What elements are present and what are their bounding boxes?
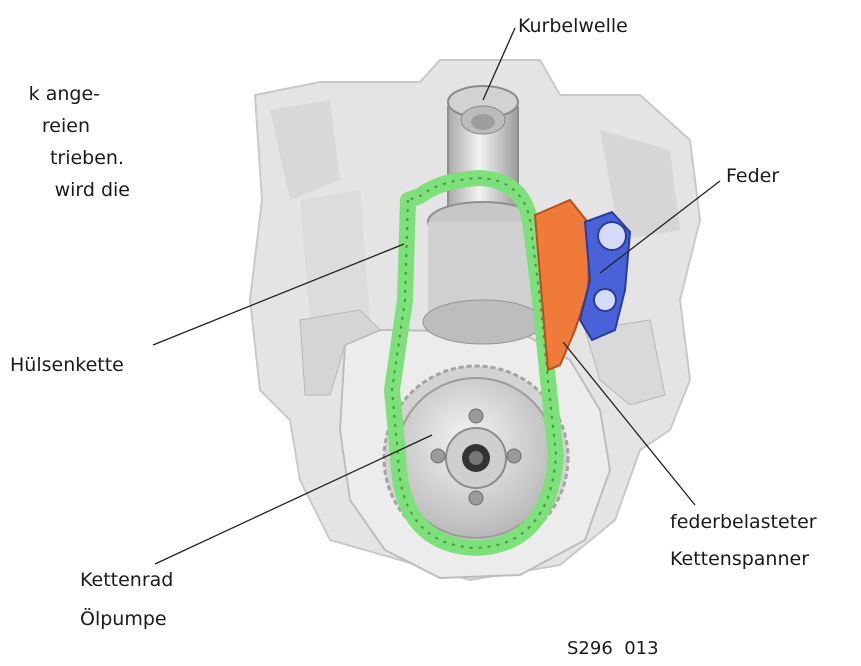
label-bush-chain: Hülsenkette: [10, 351, 124, 380]
label-sprocket-line1: Kettenrad: [80, 566, 173, 595]
figure-code: S296 013: [567, 634, 659, 663]
label-crankshaft: Kurbelwelle: [518, 12, 628, 41]
label-tensioner-line1: federbelasteter: [670, 508, 817, 537]
label-sprocket-line2: Ölpumpe: [80, 605, 167, 634]
label-spring: Feder: [726, 162, 779, 191]
label-tensioner-line2: Kettenspanner: [670, 545, 809, 574]
